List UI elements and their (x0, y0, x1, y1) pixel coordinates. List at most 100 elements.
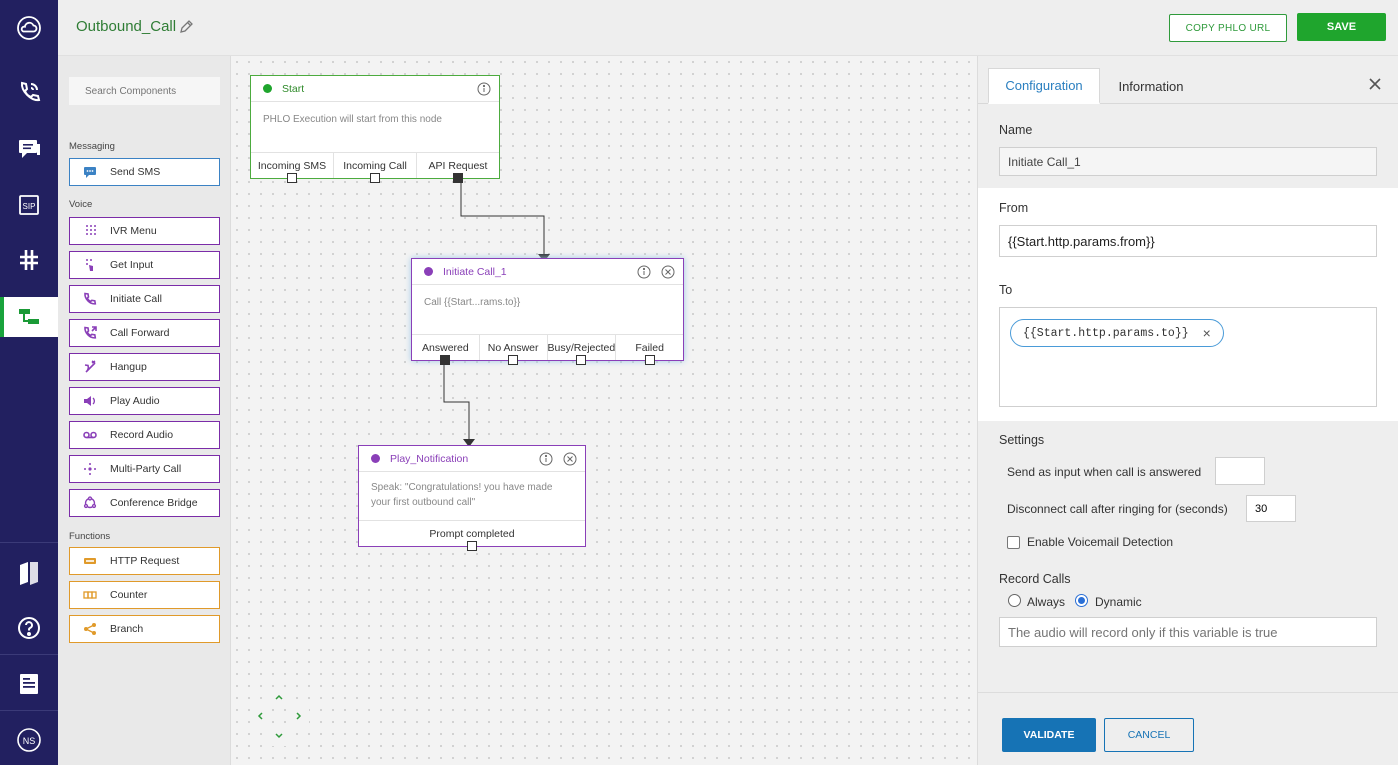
account-icon[interactable]: NS (0, 718, 58, 762)
to-variable-chip[interactable]: {{Start.http.params.to}} × (1010, 319, 1224, 347)
status-dot (263, 84, 272, 93)
port-api-request[interactable]: API Request (417, 153, 499, 183)
messages-icon[interactable] (0, 127, 58, 171)
port-handle[interactable] (370, 173, 380, 183)
radio-dynamic[interactable] (1075, 594, 1088, 607)
play-notification-node[interactable]: Play_Notification Speak: "Congratulation… (358, 445, 586, 551)
component-http-request[interactable]: HTTP Request (69, 547, 220, 575)
messaging-heading: Messaging (69, 141, 115, 152)
component-conference-bridge[interactable]: Conference Bridge (69, 489, 220, 517)
svg-text:NS: NS (23, 736, 36, 746)
docs-icon[interactable] (0, 550, 58, 594)
conference-icon (70, 496, 110, 510)
chevron-up-icon (275, 694, 283, 700)
chip-remove-icon[interactable]: × (1202, 325, 1211, 341)
cancel-button[interactable]: CANCEL (1104, 718, 1194, 752)
pan-down-button[interactable] (269, 726, 289, 746)
pan-right-button[interactable] (289, 706, 309, 726)
pencil-icon[interactable] (178, 19, 194, 35)
phone-icon (70, 292, 110, 306)
pan-up-button[interactable] (269, 687, 289, 707)
start-node[interactable]: Start PHLO Execution will start from thi… (250, 75, 500, 183)
branch-icon (70, 622, 110, 636)
http-icon (70, 554, 110, 568)
component-send-sms[interactable]: Send SMS (69, 158, 220, 186)
sip-icon[interactable]: SIP (0, 183, 58, 227)
component-label: IVR Menu (110, 225, 157, 237)
component-multi-party-call[interactable]: Multi-Party Call (69, 455, 220, 483)
port-handle[interactable] (467, 541, 477, 551)
radio-always-label: Always (1027, 595, 1066, 609)
close-circle-icon[interactable] (661, 265, 675, 279)
send-input-label: Send as input when call is answered (1007, 465, 1202, 479)
port-incoming-call[interactable]: Incoming Call (334, 153, 417, 183)
search-components-input[interactable] (69, 77, 220, 105)
port-handle[interactable] (508, 355, 519, 365)
name-input[interactable] (999, 147, 1377, 176)
port-no-answer[interactable]: No Answer (480, 335, 548, 365)
hash-icon[interactable] (0, 238, 58, 282)
component-branch[interactable]: Branch (69, 615, 220, 643)
info-icon[interactable] (637, 265, 651, 279)
port-incoming-sms[interactable]: Incoming SMS (251, 153, 334, 183)
info-icon[interactable] (477, 82, 491, 96)
panel-tabs: Configuration Information (978, 68, 1398, 104)
component-hangup[interactable]: Hangup (69, 353, 220, 381)
component-counter[interactable]: Counter (69, 581, 220, 609)
disconnect-seconds-input[interactable] (1246, 495, 1296, 522)
component-label: Initiate Call (110, 293, 162, 305)
port-handle[interactable] (576, 355, 587, 365)
app-rail: SIP NS (0, 0, 58, 765)
port-failed[interactable]: Failed (616, 335, 683, 365)
port-answered[interactable]: Answered (412, 335, 480, 365)
speaker-icon (70, 394, 110, 408)
component-ivr-menu[interactable]: IVR Menu (69, 217, 220, 245)
pan-left-button[interactable] (250, 706, 270, 726)
tab-information[interactable]: Information (1118, 78, 1184, 94)
copy-phlo-url-button[interactable]: COPY PHLO URL (1169, 14, 1287, 42)
chevron-right-icon (296, 712, 302, 720)
billing-icon[interactable] (0, 662, 58, 706)
node-description: Speak: "Congratulations! you have made y… (371, 482, 553, 508)
voicemail-checkbox[interactable] (1007, 536, 1020, 549)
component-record-audio[interactable]: Record Audio (69, 421, 220, 449)
home-cloud-icon[interactable] (0, 6, 58, 50)
close-icon[interactable] (1368, 77, 1382, 91)
component-play-audio[interactable]: Play Audio (69, 387, 220, 415)
component-initiate-call[interactable]: Initiate Call (69, 285, 220, 313)
node-title: Start (282, 82, 305, 95)
send-input-field[interactable] (1215, 457, 1265, 485)
port-handle[interactable] (644, 355, 655, 365)
port-handle[interactable] (453, 173, 463, 183)
component-label: Play Audio (110, 395, 160, 407)
close-circle-icon[interactable] (563, 452, 577, 466)
components-panel: Messaging Send SMS Voice IVR Menu Get In… (58, 56, 231, 765)
phone-icon[interactable] (0, 70, 58, 114)
component-call-forward[interactable]: Call Forward (69, 319, 220, 347)
initiate-call-node[interactable]: Initiate Call_1 Call {{Start...rams.to}}… (411, 258, 684, 365)
port-handle[interactable] (287, 173, 297, 183)
node-description: PHLO Execution will start from this node (263, 114, 442, 125)
port-prompt-completed[interactable]: Prompt completed (359, 521, 585, 551)
component-get-input[interactable]: Get Input (69, 251, 220, 279)
validate-button[interactable]: VALIDATE (1002, 718, 1096, 752)
from-label: From (999, 201, 1029, 215)
port-busy-rejected[interactable]: Busy/Rejected (548, 335, 617, 365)
info-icon[interactable] (539, 452, 553, 466)
phlo-canvas[interactable]: Start PHLO Execution will start from thi… (231, 56, 977, 765)
voicemail-label: Enable Voicemail Detection (1027, 535, 1174, 549)
tab-configuration[interactable]: Configuration (988, 68, 1100, 104)
port-handle[interactable] (440, 355, 451, 365)
radio-always[interactable] (1008, 594, 1021, 607)
save-button[interactable]: SAVE (1297, 13, 1386, 41)
record-variable-input[interactable] (999, 617, 1377, 647)
chip-label: {{Start.http.params.to}} (1023, 326, 1189, 340)
configuration-panel: Configuration Information Name From To {… (977, 56, 1398, 765)
phlo-title[interactable]: Outbound_Call (76, 18, 177, 35)
hangup-icon (70, 360, 110, 374)
phlo-icon[interactable] (0, 297, 58, 337)
component-label: Multi-Party Call (110, 463, 182, 475)
from-input[interactable] (999, 225, 1377, 257)
status-dot (371, 454, 380, 463)
help-icon[interactable] (0, 606, 58, 650)
